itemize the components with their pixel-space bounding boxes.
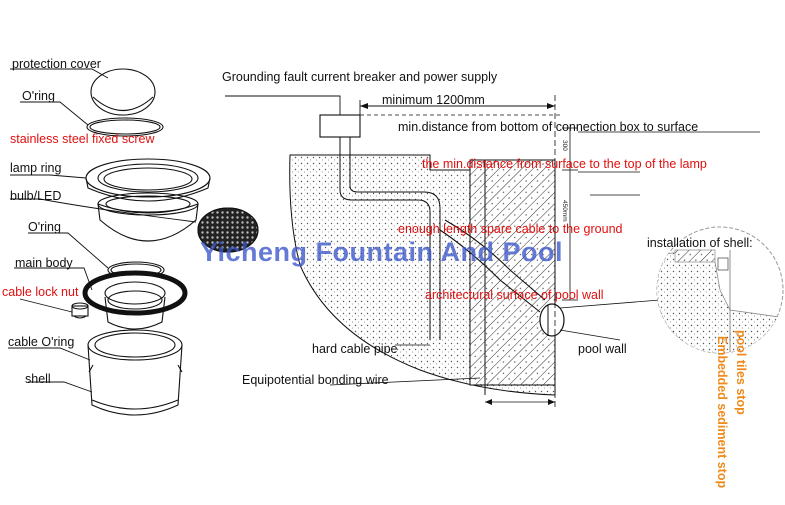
label-cable-oring: cable O'ring xyxy=(8,335,75,349)
dim-300: 300 xyxy=(561,140,568,151)
label-fixed-screw: stainless steel fixed screw xyxy=(10,132,155,146)
label-protection-cover: protection cover xyxy=(12,57,101,71)
label-bulb-led: bulb/LED xyxy=(10,189,62,203)
oring-top-part xyxy=(86,117,164,137)
label-oring-mid: O'ring xyxy=(28,220,61,234)
shell-inset xyxy=(656,226,784,354)
connection-box xyxy=(319,114,361,138)
main-body-part xyxy=(82,270,188,316)
dim-450: 450mm xyxy=(561,200,568,222)
label-shell: shell xyxy=(25,372,51,386)
protection-cover-part xyxy=(90,68,156,116)
label-architectural-surface: architectural surface of pool wall xyxy=(425,288,604,302)
left-leaders xyxy=(8,68,197,393)
label-cable-lock-nut: cable lock nut xyxy=(2,285,79,299)
label-oring-top: O'ring xyxy=(22,89,55,103)
label-pool-wall: pool wall xyxy=(578,342,627,356)
label-tiles-stop: pool tiles stop xyxy=(734,330,748,415)
label-main-body: main body xyxy=(15,256,73,270)
bulb-led-part xyxy=(97,203,199,242)
label-min-distance-box: min.distance from bottom of connection b… xyxy=(398,120,699,134)
label-min-distance-lamp: the min.distance from surface to the top… xyxy=(422,157,707,171)
pool-section xyxy=(225,95,760,410)
exploded-lamp xyxy=(71,68,259,416)
watermark-text: Yicheng Fountain And Pool xyxy=(200,237,563,267)
label-sediment-stop: Embedded sediment stop xyxy=(715,336,729,489)
label-bonding-wire: Equipotential bonding wire xyxy=(242,373,389,387)
shell-part xyxy=(87,329,183,361)
label-installation-shell: installation of shell: xyxy=(647,236,753,250)
label-lamp-ring: lamp ring xyxy=(10,161,62,175)
label-hard-cable-pipe: hard cable pipe xyxy=(312,342,398,356)
label-min-1200: minimum 1200mm xyxy=(382,93,485,107)
label-spare-cable: enough length spare cable to the ground xyxy=(398,222,623,236)
label-grounding: Grounding fault current breaker and powe… xyxy=(222,70,498,84)
